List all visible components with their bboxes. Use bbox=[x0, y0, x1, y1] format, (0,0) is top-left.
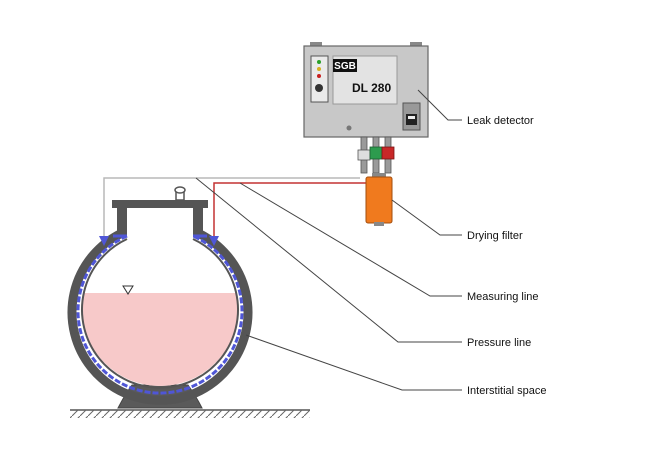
housing-screw bbox=[346, 125, 352, 131]
status-led-red bbox=[317, 74, 321, 78]
manhole-cover bbox=[112, 200, 208, 208]
drying-filter bbox=[365, 173, 393, 226]
ground bbox=[70, 409, 310, 418]
measuring-line bbox=[213, 182, 372, 238]
leak-detector-unit: SGB DL 280 bbox=[303, 42, 429, 138]
label-drying-filter: Drying filter bbox=[467, 230, 523, 242]
tank bbox=[67, 186, 253, 405]
label-measuring-line: Measuring line bbox=[467, 291, 539, 303]
leader-leak-detector bbox=[417, 89, 462, 121]
leader-pressure-line bbox=[195, 177, 462, 343]
measuring-line-arrow bbox=[209, 236, 219, 246]
label-interstitial-space: Interstitial space bbox=[467, 385, 546, 397]
drying-filter-body bbox=[365, 176, 393, 224]
leader-lines bbox=[195, 89, 462, 391]
tank-shell bbox=[67, 228, 253, 405]
interstitial-space-band bbox=[76, 234, 244, 395]
label-pressure-line: Pressure line bbox=[467, 337, 531, 349]
status-led-yellow bbox=[317, 67, 321, 71]
indicator-panel bbox=[310, 55, 329, 103]
brand-badge bbox=[333, 59, 357, 72]
reset-key[interactable] bbox=[315, 84, 323, 92]
model-text: DL 280 bbox=[352, 81, 391, 95]
leader-measuring-line bbox=[239, 182, 462, 297]
leader-drying-filter bbox=[391, 199, 462, 236]
pressure-line bbox=[103, 177, 360, 238]
liquid-level-marker bbox=[122, 285, 134, 295]
detector-fittings bbox=[357, 136, 395, 174]
label-leak-detector: Leak detector bbox=[467, 115, 534, 127]
status-led-green bbox=[317, 60, 321, 64]
pressure-line-arrow bbox=[99, 236, 109, 246]
brand-text: SGB bbox=[334, 61, 356, 72]
leader-interstitial-space bbox=[245, 334, 462, 391]
